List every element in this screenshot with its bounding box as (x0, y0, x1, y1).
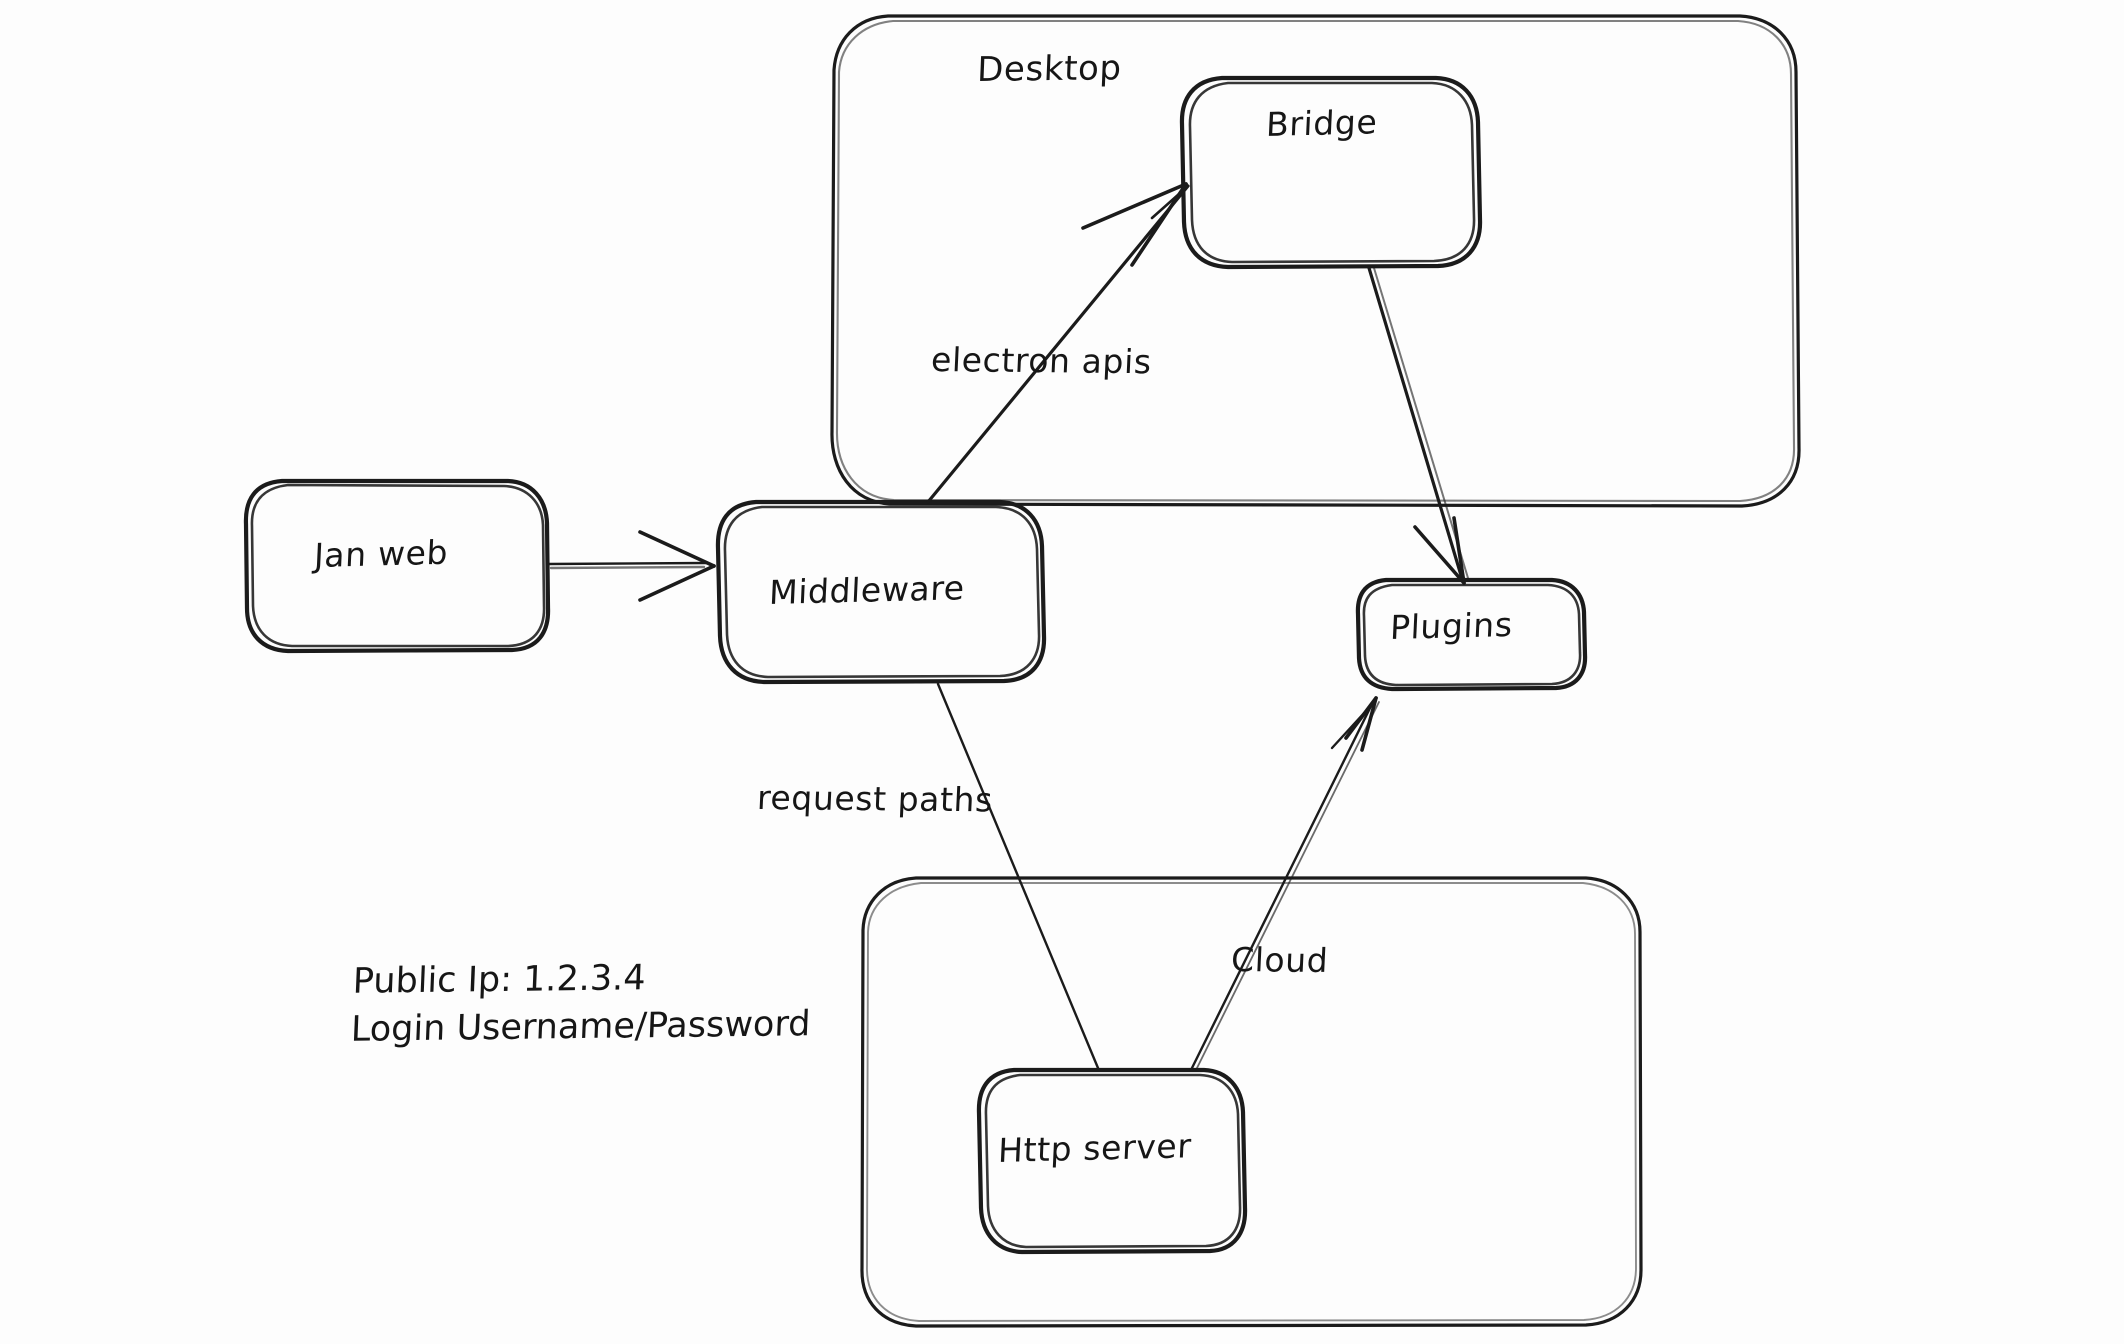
node-label-jan-web: Jan web (313, 532, 450, 575)
notes-block: Public Ip: 1.2.3.4 Login Username/Passwo… (350, 952, 813, 1054)
edge-janweb-to-middleware[interactable] (547, 530, 716, 602)
node-label-middleware: Middleware (768, 568, 966, 612)
node-jan-web[interactable] (243, 478, 551, 654)
edge-httpserver-to-plugins[interactable] (1189, 696, 1380, 1072)
arrow-head-middleware (638, 530, 716, 602)
edge-label-electron-apis: electron apis (930, 340, 1153, 382)
container-desktop[interactable] (830, 14, 1801, 508)
container-label-desktop: Desktop (976, 48, 1123, 90)
arrow-head-bridge (1081, 182, 1190, 267)
edge-label-request-paths: request paths (756, 778, 994, 820)
edge-middleware-to-httpserver[interactable] (936, 682, 1100, 1070)
node-label-bridge: Bridge (1265, 102, 1379, 144)
note-public-ip: Public Ip: 1.2.3.4 (352, 958, 647, 1002)
node-label-http-server: Http server (997, 1126, 1193, 1170)
edge-middleware-to-bridge[interactable] (926, 182, 1190, 504)
node-middleware[interactable] (715, 499, 1047, 685)
node-label-plugins: Plugins (1389, 605, 1514, 647)
arrow-head-plugins-from-httpserver (1330, 696, 1378, 752)
edge-bridge-to-plugins[interactable] (1367, 266, 1469, 585)
node-http-server[interactable] (976, 1067, 1248, 1255)
note-login-credentials: Login Username/Password (350, 1004, 812, 1050)
edge-label-cloud: Cloud (1230, 940, 1330, 981)
container-cloud-region[interactable] (860, 876, 1643, 1328)
node-plugins[interactable] (1355, 577, 1588, 692)
arrow-head-plugins-from-bridge (1413, 516, 1466, 585)
node-bridge[interactable] (1179, 75, 1483, 270)
